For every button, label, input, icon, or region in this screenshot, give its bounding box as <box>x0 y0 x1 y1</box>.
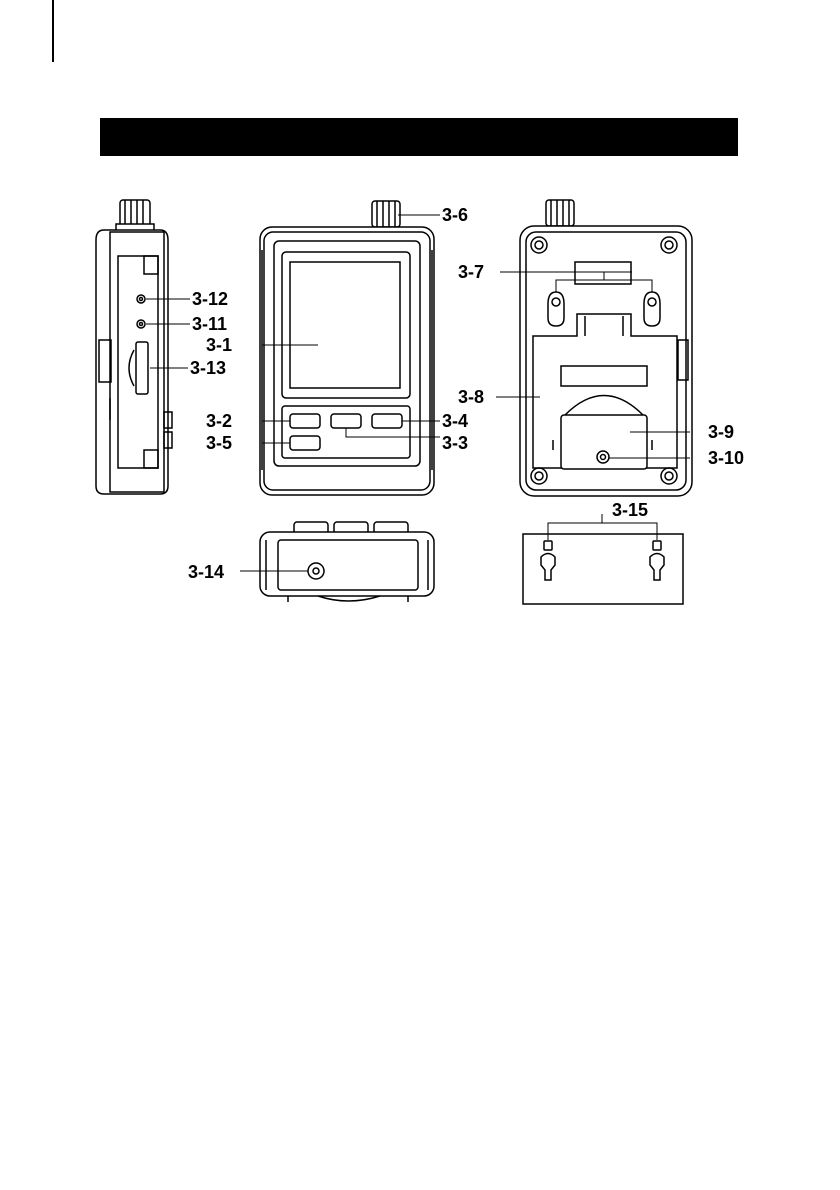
label-3-2: 3-2 <box>206 411 232 431</box>
label-3-8: 3-8 <box>458 387 484 407</box>
bottom-view <box>260 522 434 602</box>
mounting-bracket <box>523 534 683 604</box>
label-3-3: 3-3 <box>442 433 468 453</box>
label-3-10: 3-10 <box>708 448 744 468</box>
label-3-7: 3-7 <box>458 262 484 282</box>
label-3-13: 3-13 <box>190 358 226 378</box>
label-3-15: 3-15 <box>612 500 648 520</box>
label-3-14: 3-14 <box>188 562 224 582</box>
label-3-11: 3-11 <box>192 314 227 334</box>
side-view <box>96 200 172 494</box>
label-3-5: 3-5 <box>206 433 232 453</box>
label-3-12: 3-12 <box>192 289 228 309</box>
label-3-1: 3-1 <box>206 335 232 355</box>
back-view <box>520 200 692 496</box>
label-3-9: 3-9 <box>708 422 734 442</box>
front-view <box>260 201 434 495</box>
label-3-6: 3-6 <box>442 205 468 225</box>
label-3-4: 3-4 <box>442 411 468 431</box>
